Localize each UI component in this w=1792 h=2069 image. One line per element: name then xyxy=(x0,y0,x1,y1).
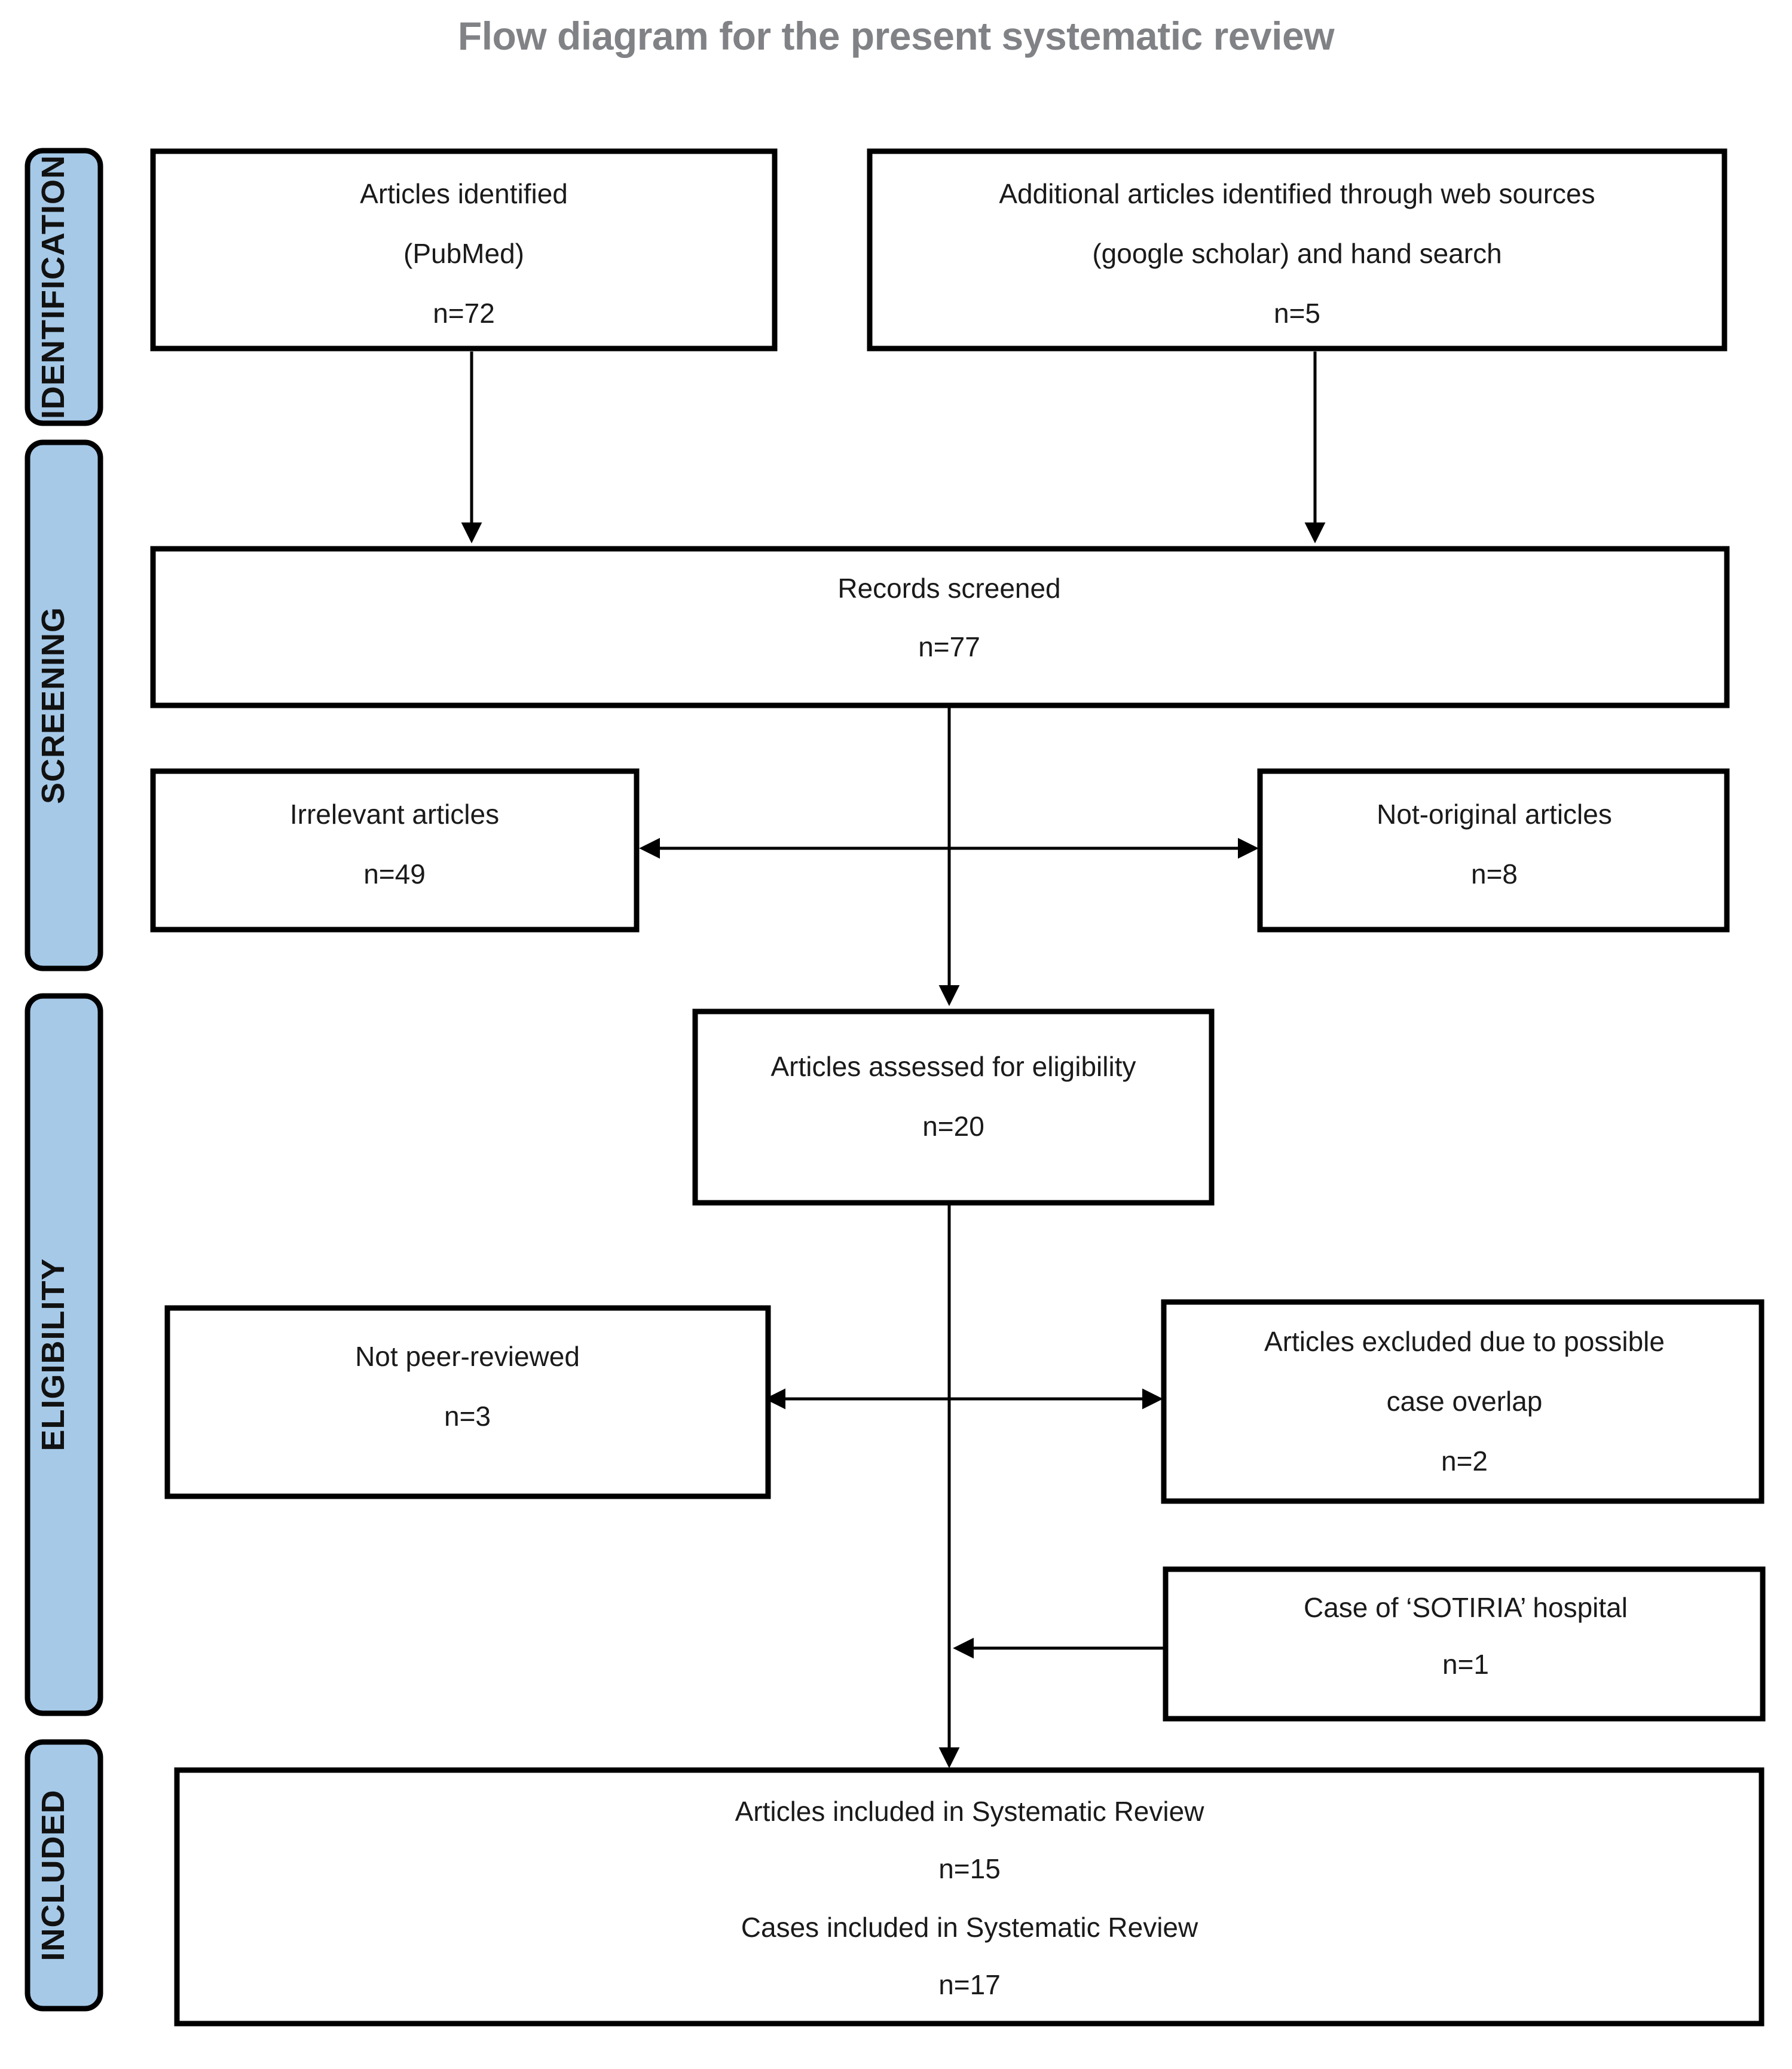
node-articles-excluded-case-overlap[interactable]: Articles excluded due to possible case o… xyxy=(1161,1299,1765,1504)
node-records-screened-line-1: Records screened xyxy=(837,573,1060,604)
node-included-articles-count: n=15 xyxy=(938,1853,1001,1884)
node-assessed-count: n=20 xyxy=(922,1111,984,1142)
node-included-cases-label: Cases included in Systematic Review xyxy=(741,1912,1198,1943)
stage-identification[interactable]: IDENTIFICATION xyxy=(25,148,103,426)
stage-screening-label: SCREENING xyxy=(35,607,71,804)
node-irrelevant-line-1: Irrelevant articles xyxy=(290,799,499,830)
node-irrelevant-box[interactable] xyxy=(150,768,640,933)
node-not-peer-reviewed-count: n=3 xyxy=(444,1401,491,1432)
node-included-articles-label: Articles included in Systematic Review xyxy=(735,1796,1205,1827)
stage-included-label: INCLUDED xyxy=(35,1790,71,1961)
node-sotiria-count: n=1 xyxy=(1442,1649,1489,1680)
node-case-overlap-count: n=2 xyxy=(1441,1445,1488,1477)
node-sotiria-box[interactable] xyxy=(1163,1566,1766,1722)
node-records-screened[interactable]: Records screened n=77 xyxy=(150,546,1730,708)
node-case-overlap-line-2: case overlap xyxy=(1387,1386,1543,1417)
stage-eligibility-box[interactable] xyxy=(25,993,103,1716)
node-web-sources-count: n=5 xyxy=(1274,298,1320,329)
node-included-systematic-review[interactable]: Articles included in Systematic Review n… xyxy=(174,1767,1765,2027)
node-not-original-line-1: Not-original articles xyxy=(1377,799,1612,830)
node-articles-assessed-eligibility[interactable]: Articles assessed for eligibility n=20 xyxy=(692,1008,1215,1206)
node-web-sources-line-1: Additional articles identified through w… xyxy=(999,178,1595,209)
node-pubmed-count: n=72 xyxy=(433,298,495,329)
node-web-sources-box[interactable] xyxy=(867,148,1727,352)
node-case-sotiria-hospital[interactable]: Case of ‘SOTIRIA’ hospital n=1 xyxy=(1163,1566,1766,1722)
node-case-overlap-line-1: Articles excluded due to possible xyxy=(1264,1326,1665,1357)
stage-screening-box[interactable] xyxy=(25,439,103,971)
node-case-overlap-box[interactable] xyxy=(1161,1299,1765,1504)
node-assessed-line-1: Articles assessed for eligibility xyxy=(770,1051,1136,1082)
stage-eligibility-label: ELIGIBILITY xyxy=(35,1258,71,1451)
node-not-peer-reviewed-line-1: Not peer-reviewed xyxy=(355,1341,580,1372)
node-additional-articles-web-sources[interactable]: Additional articles identified through w… xyxy=(867,148,1727,352)
node-articles-identified-pubmed[interactable]: Articles identified (PubMed) n=72 xyxy=(150,148,778,352)
node-not-peer-reviewed-box[interactable] xyxy=(164,1305,771,1499)
node-not-original-articles[interactable]: Not-original articles n=8 xyxy=(1257,768,1730,933)
page-title: Flow diagram for the present systematic … xyxy=(457,14,1335,58)
node-pubmed-line-1: Articles identified xyxy=(360,178,568,209)
node-included-box[interactable] xyxy=(174,1767,1765,2027)
node-not-peer-reviewed[interactable]: Not peer-reviewed n=3 xyxy=(164,1305,771,1499)
connectors xyxy=(461,352,1326,1768)
node-irrelevant-count: n=49 xyxy=(363,858,426,890)
stage-included[interactable]: INCLUDED xyxy=(25,1739,103,2012)
stage-screening[interactable]: SCREENING xyxy=(25,439,103,971)
stage-identification-label: IDENTIFICATION xyxy=(35,155,71,419)
node-web-sources-line-2: (google scholar) and hand search xyxy=(1092,238,1502,269)
stage-included-box[interactable] xyxy=(25,1739,103,2012)
node-not-original-count: n=8 xyxy=(1471,858,1518,890)
node-included-cases-count: n=17 xyxy=(938,1969,1001,2000)
stage-sidebar: IDENTIFICATION SCREENING ELIGIBILITY INC… xyxy=(25,148,103,2012)
stage-identification-box[interactable] xyxy=(25,148,103,426)
node-sotiria-line-1: Case of ‘SOTIRIA’ hospital xyxy=(1304,1592,1628,1623)
node-assessed-box[interactable] xyxy=(692,1008,1215,1206)
node-not-original-box[interactable] xyxy=(1257,768,1730,933)
node-pubmed-line-2: (PubMed) xyxy=(403,238,524,269)
node-records-screened-count: n=77 xyxy=(918,631,980,662)
node-irrelevant-articles[interactable]: Irrelevant articles n=49 xyxy=(150,768,640,933)
node-records-screened-box[interactable] xyxy=(150,546,1730,708)
node-pubmed-box[interactable] xyxy=(150,148,778,352)
stage-eligibility[interactable]: ELIGIBILITY xyxy=(25,993,103,1716)
